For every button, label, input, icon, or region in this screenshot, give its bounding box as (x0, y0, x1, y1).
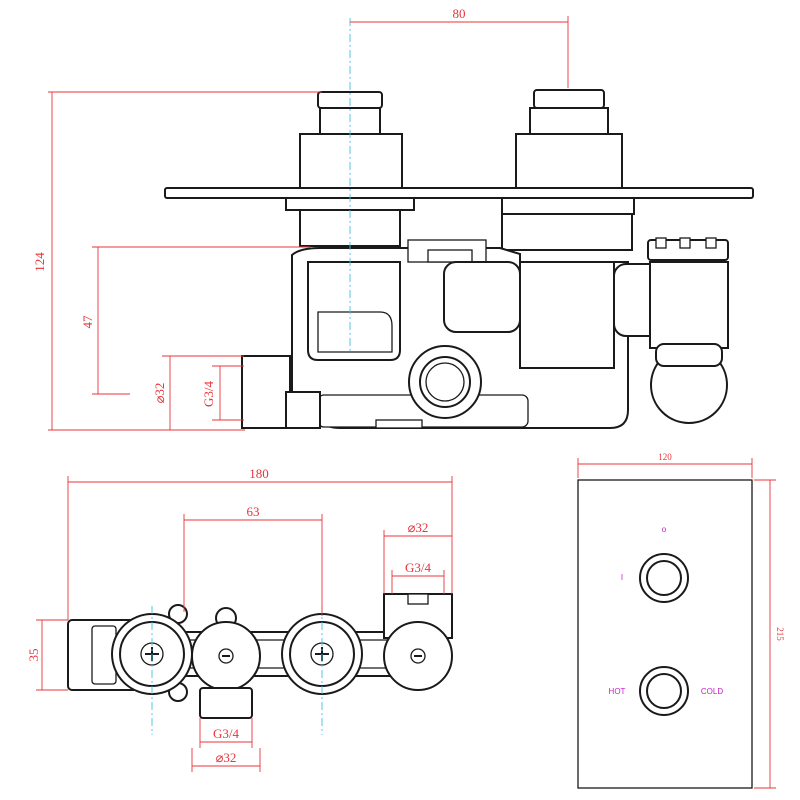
dim-35-label: 35 (26, 649, 41, 662)
dim-bottom-g34: G3/4 (199, 718, 253, 748)
right-fitting (647, 237, 729, 424)
dim-215-label: 215 (775, 627, 785, 641)
hot-label: HOT (609, 687, 626, 696)
dim-80-label: 80 (453, 6, 466, 21)
dim-side-g34: G3/4 (201, 365, 244, 421)
middle-port-top (191, 607, 261, 719)
dim-124: 124 (32, 91, 322, 431)
dim-side-g34-label: G3/4 (201, 381, 216, 408)
dim-side-d32-label: ⌀32 (152, 383, 167, 404)
dim-right-g34: G3/4 (391, 560, 445, 594)
side-view: 80 124 47 ⌀32 G3/4 (32, 6, 754, 431)
dim-35: 35 (26, 619, 68, 691)
right-cartridge (501, 89, 635, 251)
dim-right-d32-label: ⌀32 (408, 520, 429, 535)
outlet-port (408, 345, 482, 419)
dim-bottom-d32: ⌀32 (191, 748, 261, 772)
temperature-knob (639, 666, 689, 716)
dim-47-label: 47 (80, 315, 95, 329)
front-plate (577, 479, 753, 789)
dim-120-label: 120 (658, 452, 672, 462)
mounting-plate (164, 187, 754, 199)
flow-off-label: o (662, 525, 667, 534)
dim-215: 215 (754, 479, 785, 789)
dim-47: 47 (80, 246, 310, 395)
dim-bottom-d32-label: ⌀32 (216, 750, 237, 765)
left-cartridge (285, 91, 415, 247)
dim-180-label: 180 (249, 466, 269, 481)
dim-180: 180 (67, 466, 453, 620)
bottom-view: 180 63 ⌀32 G3/4 35 (26, 466, 453, 772)
dim-120: 120 (577, 452, 753, 478)
dim-63-label: 63 (247, 504, 260, 519)
dim-80: 80 (350, 6, 569, 88)
dim-right-g34-label: G3/4 (405, 560, 432, 575)
flow-control-knob (639, 553, 689, 603)
front-plate-view: o I HOT COLD 120 215 (577, 452, 785, 789)
dim-bottom-g34-label: G3/4 (213, 726, 240, 741)
flow-on-label: I (621, 573, 623, 582)
cold-label: COLD (701, 687, 723, 696)
dim-63: 63 (183, 504, 323, 616)
dim-right-d32: ⌀32 (383, 520, 452, 594)
dim-side-d32: ⌀32 (152, 355, 244, 431)
right-outlet-top (383, 593, 453, 691)
dim-124-label: 124 (32, 252, 47, 272)
valve-body (241, 239, 693, 429)
